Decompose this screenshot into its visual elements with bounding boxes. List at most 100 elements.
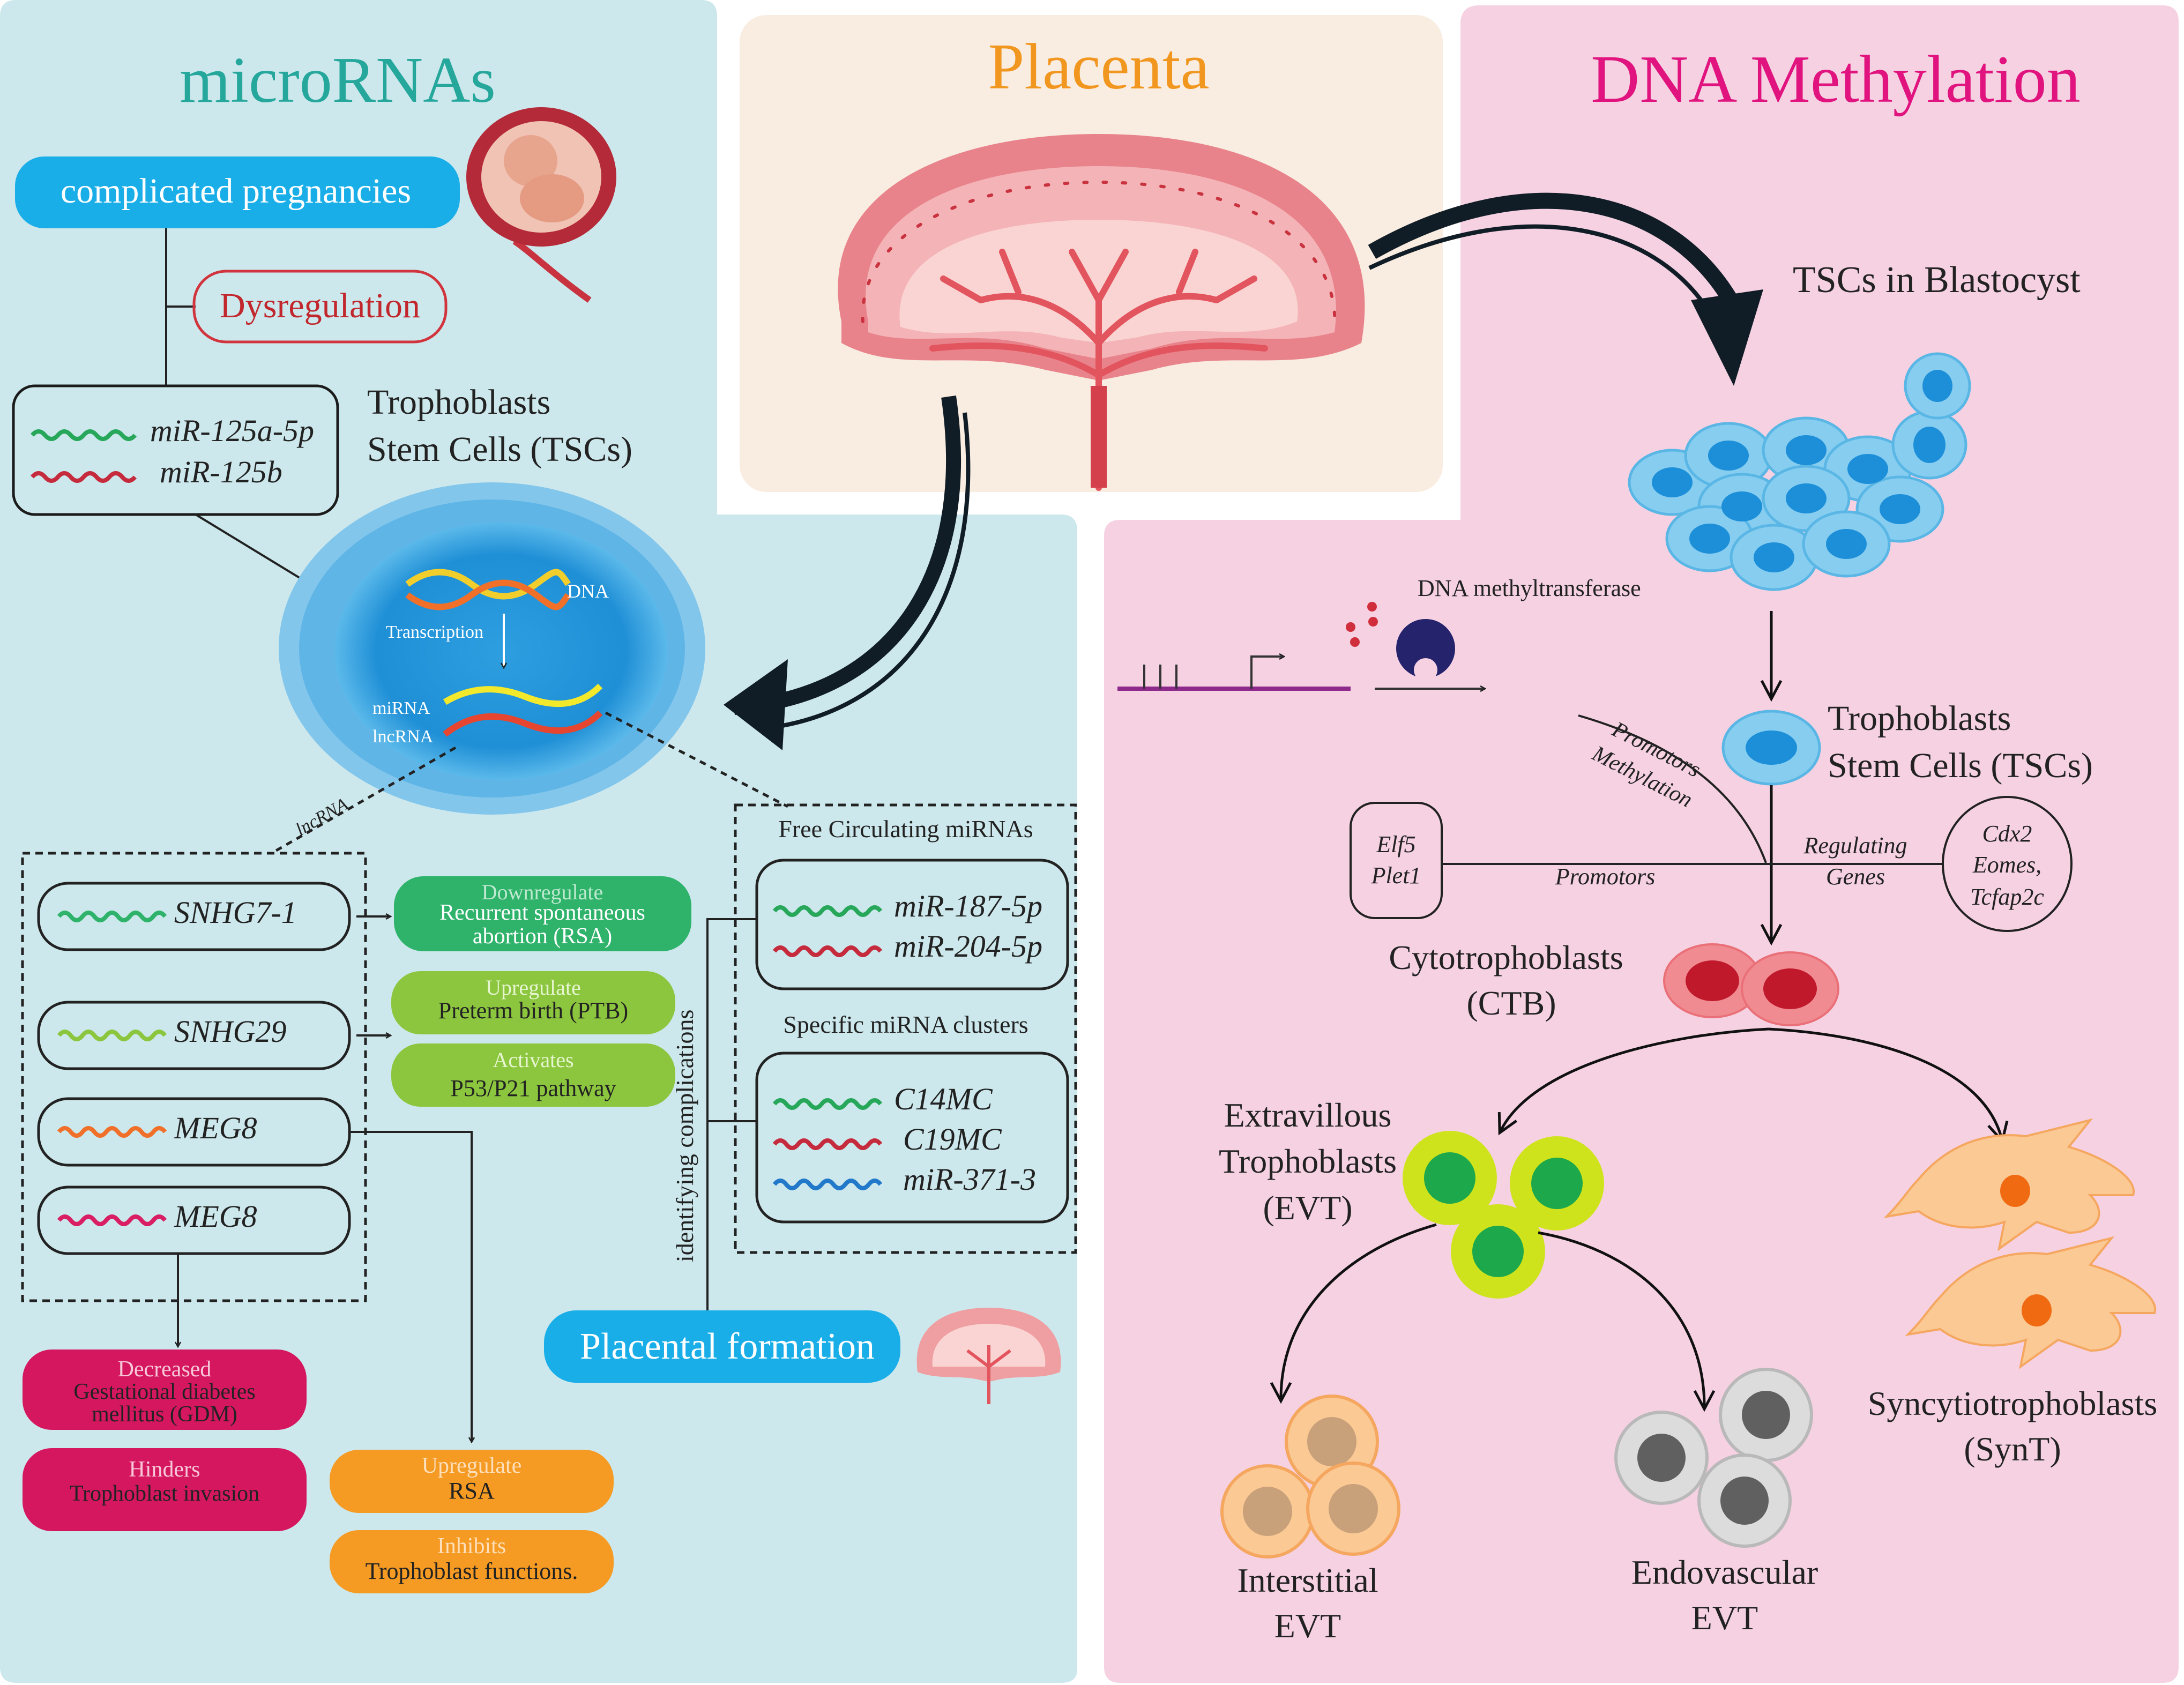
upregulate-ptb-head: Upregulate — [486, 975, 581, 1000]
genes-circle — [1942, 796, 2073, 932]
arrow-evt-to-endovascular — [1538, 1231, 1716, 1412]
strand-meg8a — [57, 1126, 167, 1138]
genes-label: Genes — [1826, 863, 1885, 890]
arrow-ctb-to-evt — [1497, 1027, 1769, 1136]
dna-methylation-schematic — [1117, 602, 1485, 689]
downregulate-head: Downregulate — [482, 880, 603, 904]
dashed-cell-to-mirnas — [605, 711, 789, 808]
synt-cells — [1883, 1118, 2157, 1369]
endovascular-line1: Endovascular — [1631, 1553, 1818, 1591]
downregulate-line2: abortion (RSA) — [473, 924, 612, 949]
upregulate-ptb-pill — [391, 971, 675, 1034]
endovascular-line2: EVT — [1691, 1599, 1758, 1637]
arrow-ctb-to-synt — [1768, 1027, 2009, 1144]
bracket-identifying — [706, 918, 756, 1310]
strand-c14 — [772, 1098, 883, 1110]
upregulate-rsa-pill — [330, 1450, 614, 1513]
complicated-pregnancies-label: complicated pregnancies — [61, 172, 411, 211]
cell-transcription-label: Transcription — [386, 622, 483, 642]
promotors-label: Promotors — [1555, 863, 1656, 890]
fetus-illustration — [466, 107, 616, 303]
mirna-panel — [0, 0, 1077, 1683]
strand-meg8b — [57, 1214, 167, 1226]
complicated-pregnancies-pill — [15, 156, 460, 228]
strand-mir125a — [30, 429, 137, 441]
tsc-right-line1: Trophoblasts — [1828, 699, 2011, 738]
endovascular-cells — [1614, 1368, 1813, 1548]
interstitial-line2: EVT — [1274, 1607, 1341, 1645]
decreased-pill — [23, 1350, 307, 1430]
connector-meg8a-to-rsa — [349, 1131, 472, 1442]
mini-placenta-icon — [916, 1308, 1061, 1404]
activates-line1: P53/P21 pathway — [450, 1075, 616, 1101]
cell-illustration — [279, 482, 705, 815]
placenta-title: Placenta — [988, 31, 1209, 103]
strand-snhg29 — [57, 1030, 167, 1041]
cdx2-label: Cdx2 — [1982, 821, 2032, 847]
methylation-curve — [1578, 714, 1767, 863]
placental-formation-pill — [544, 1310, 900, 1383]
hinders-pill — [23, 1448, 307, 1531]
snhg7-label: SNHG7-1 — [174, 895, 297, 930]
decreased-line1: Gestational diabetes — [73, 1380, 255, 1404]
meg8b-label: MEG8 — [174, 1199, 257, 1234]
hinders-line1: Trophoblast invasion — [70, 1481, 259, 1506]
evt-line3: (EVT) — [1263, 1189, 1352, 1227]
activates-head: Activates — [493, 1048, 573, 1072]
mir187-label: miR-187-5p — [894, 889, 1042, 923]
snhg29-box — [37, 1001, 351, 1070]
cell-mirna-label: miRNA — [372, 698, 430, 718]
elf5-box — [1350, 802, 1443, 919]
synt-line2: (SynT) — [1964, 1430, 2061, 1468]
tsc-cell-right — [1721, 710, 1821, 786]
dnmt-label: DNA methyltransferase — [1418, 575, 1641, 601]
strand-mir204 — [772, 945, 883, 957]
inhibits-pill — [330, 1530, 614, 1593]
upregulate-ptb-line1: Preterm birth (PTB) — [438, 997, 628, 1024]
tsc-left-line1: Trophoblasts — [367, 383, 550, 422]
dysregulation-label: Dysregulation — [220, 286, 420, 325]
downregulate-line1: Recurrent spontaneous — [439, 900, 645, 925]
placental-formation-label: Placental formation — [580, 1326, 875, 1367]
mir204-label: miR-204-5p — [894, 929, 1042, 964]
snhg29-label: SNHG29 — [174, 1014, 286, 1049]
plet1-label: Plet1 — [1371, 862, 1421, 889]
arrow-placenta-to-methylation — [1368, 192, 1763, 386]
interstitial-cells — [1220, 1395, 1400, 1559]
mir125a-label: miR-125a-5p — [150, 413, 314, 448]
evt-cells — [1403, 1131, 1604, 1299]
evt-line2: Trophoblasts — [1219, 1142, 1397, 1180]
dysregulation-pill — [192, 270, 448, 344]
regulating-label: Regulating — [1803, 832, 1907, 859]
blastocyst-cells — [1628, 352, 1971, 591]
ctb-cells — [1663, 943, 1839, 1026]
strand-mir125b — [30, 471, 137, 483]
evt-line1: Extravillous — [1224, 1096, 1392, 1134]
placenta-illustration — [838, 134, 1365, 491]
decreased-head: Decreased — [118, 1357, 212, 1382]
upregulate-rsa-line1: RSA — [449, 1478, 495, 1504]
mir125-box — [12, 384, 339, 516]
ctb-line2: (CTB) — [1466, 984, 1556, 1022]
strand-mir371 — [772, 1179, 883, 1190]
mir125b-label: miR-125b — [160, 454, 282, 489]
identifying-complications-label: identifying complications — [671, 1010, 698, 1262]
snhg7-box — [37, 882, 351, 951]
decreased-line2: mellitus (GDM) — [92, 1402, 237, 1427]
activates-pill — [391, 1043, 675, 1107]
arrow-evt-to-interstitial — [1270, 1223, 1437, 1404]
meg8a-label: MEG8 — [174, 1110, 257, 1145]
mirna-title: microRNAs — [180, 44, 496, 116]
elf5-label: Elf5 — [1376, 831, 1415, 858]
eomes-label: Eomes, — [1972, 852, 2041, 878]
ctb-line1: Cytotrophoblasts — [1389, 938, 1623, 976]
interstitial-line1: Interstitial — [1237, 1561, 1378, 1599]
lncrna-dashed-box — [21, 852, 367, 1302]
blastocyst-label: TSCs in Blastocyst — [1793, 259, 2081, 301]
meg8b-box — [37, 1186, 351, 1255]
synt-line1: Syncytiotrophoblasts — [1868, 1384, 2157, 1422]
mir371-label: miR-371-3 — [903, 1162, 1036, 1197]
tsc-left-line2: Stem Cells (TSCs) — [367, 430, 632, 469]
cell-dna-label: DNA — [567, 580, 609, 602]
